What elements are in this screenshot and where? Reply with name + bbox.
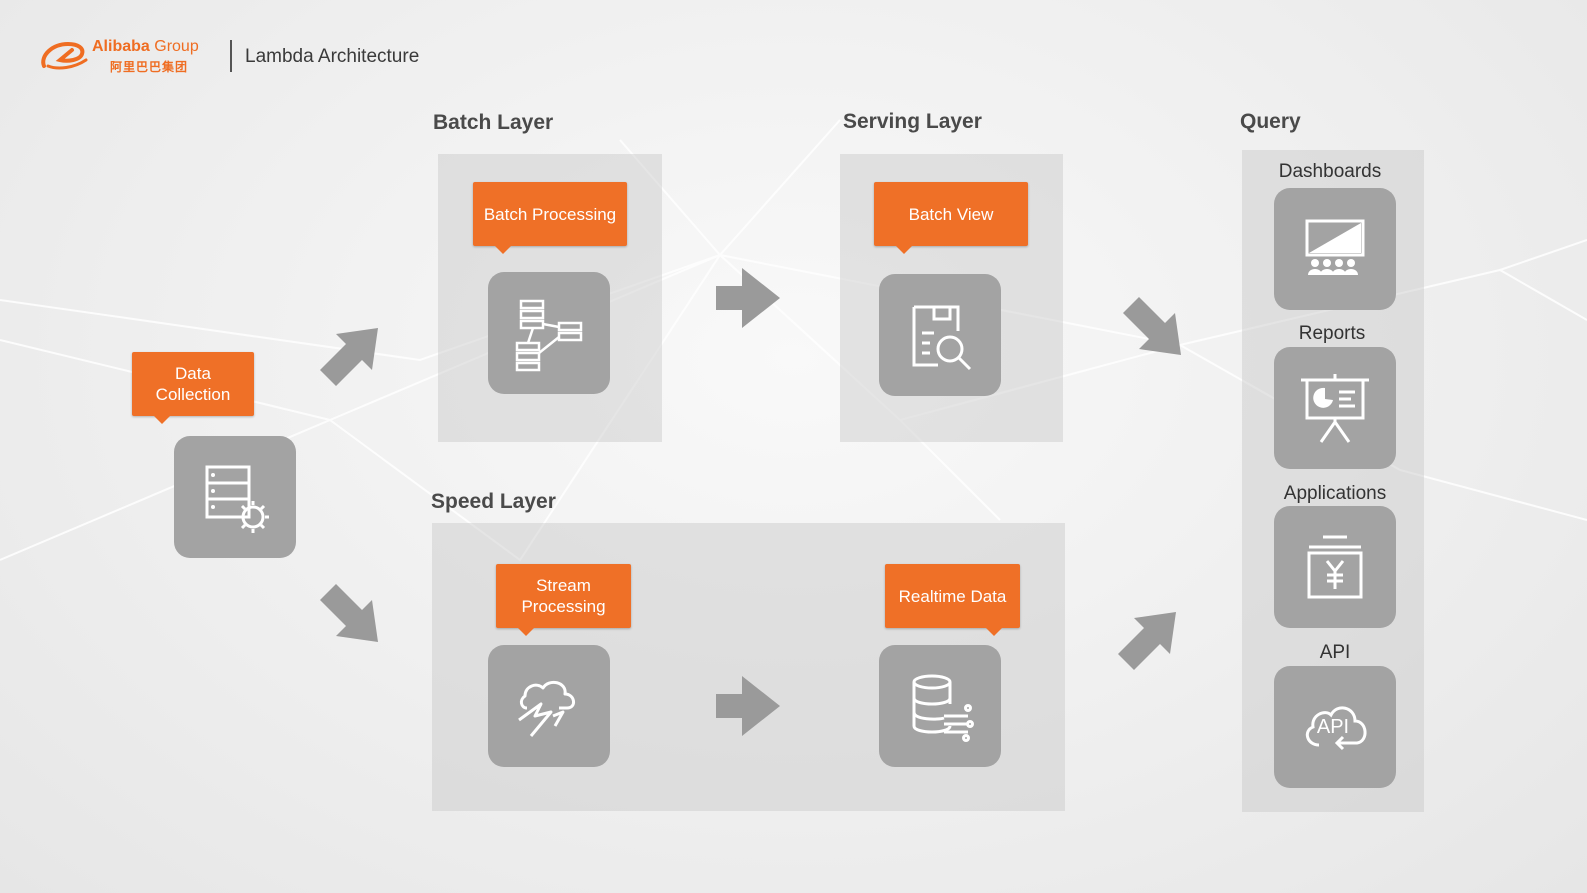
database-network-icon <box>912 674 974 742</box>
report-presentation-icon <box>1301 374 1369 443</box>
stream-processing-callout: Stream Processing <box>496 564 631 636</box>
applications-tile <box>1274 506 1396 628</box>
batch-layer-title: Batch Layer <box>433 111 554 134</box>
arrow-batch-to-query <box>1115 293 1187 370</box>
stream-processing-tile <box>488 645 610 767</box>
batch-processing-tile <box>488 272 610 394</box>
document-search-icon <box>912 305 972 371</box>
realtime-data-callout: Realtime Data <box>885 564 1020 636</box>
arrow-to-batch-layer <box>312 318 384 395</box>
yuan-box-icon <box>1307 535 1363 599</box>
header-divider <box>230 40 232 72</box>
api-label: API <box>1319 642 1351 663</box>
data-collection-callout: Data Collection <box>132 352 254 424</box>
arrow-down-right-icon <box>320 584 378 642</box>
api-icon-text: API <box>1317 716 1349 738</box>
server-gear-icon <box>205 465 269 533</box>
arrow-up-right-icon <box>1118 612 1176 670</box>
logo-group-text: Group <box>154 38 199 55</box>
logo-text: Alibaba <box>92 38 150 55</box>
applications-label: Applications <box>1283 483 1387 504</box>
dashboard-presentation-icon <box>1305 219 1365 275</box>
alibaba-logo-icon <box>41 41 88 70</box>
reports-label: Reports <box>1298 323 1366 344</box>
page-title: Lambda Architecture <box>245 46 420 67</box>
dashboards-tile <box>1274 188 1396 310</box>
data-collection-tile <box>174 436 296 558</box>
batch-processing-label: Batch Processing <box>483 204 617 224</box>
arrow-speed-to-query <box>1110 602 1182 679</box>
realtime-data-tile <box>879 645 1001 767</box>
api-tile: API <box>1274 666 1396 788</box>
serving-layer-title: Serving Layer <box>843 110 982 133</box>
data-collection-label: Data Collection <box>155 364 231 404</box>
realtime-data-label: Realtime Data <box>898 586 1007 606</box>
alibaba-logo: Alibaba Group 阿里巴巴集团 <box>38 36 228 76</box>
hadoop-cluster-icon <box>515 299 583 372</box>
speed-layer-title: Speed Layer <box>431 490 556 513</box>
query-title: Query <box>1240 110 1301 133</box>
storm-cloud-icon <box>518 680 575 737</box>
arrow-up-right-icon <box>320 328 378 386</box>
arrow-to-speed-layer <box>312 580 384 657</box>
arrow-to-realtime-data <box>712 670 784 747</box>
cloud-api-icon: API <box>1305 706 1367 751</box>
arrow-down-right-icon <box>1123 297 1181 355</box>
arrow-to-serving-layer <box>712 262 784 339</box>
dashboards-label: Dashboards <box>1278 161 1382 182</box>
logo-chinese-text: 阿里巴巴集团 <box>110 60 189 74</box>
arrow-right-icon <box>716 676 780 736</box>
arrow-right-icon <box>716 268 780 328</box>
batch-processing-callout: Batch Processing <box>473 182 627 254</box>
reports-tile <box>1274 347 1396 469</box>
stream-processing-label: Stream Processing <box>521 576 606 616</box>
batch-view-callout: Batch View <box>874 182 1028 254</box>
batch-view-tile <box>879 274 1001 396</box>
batch-view-label: Batch View <box>908 204 994 224</box>
